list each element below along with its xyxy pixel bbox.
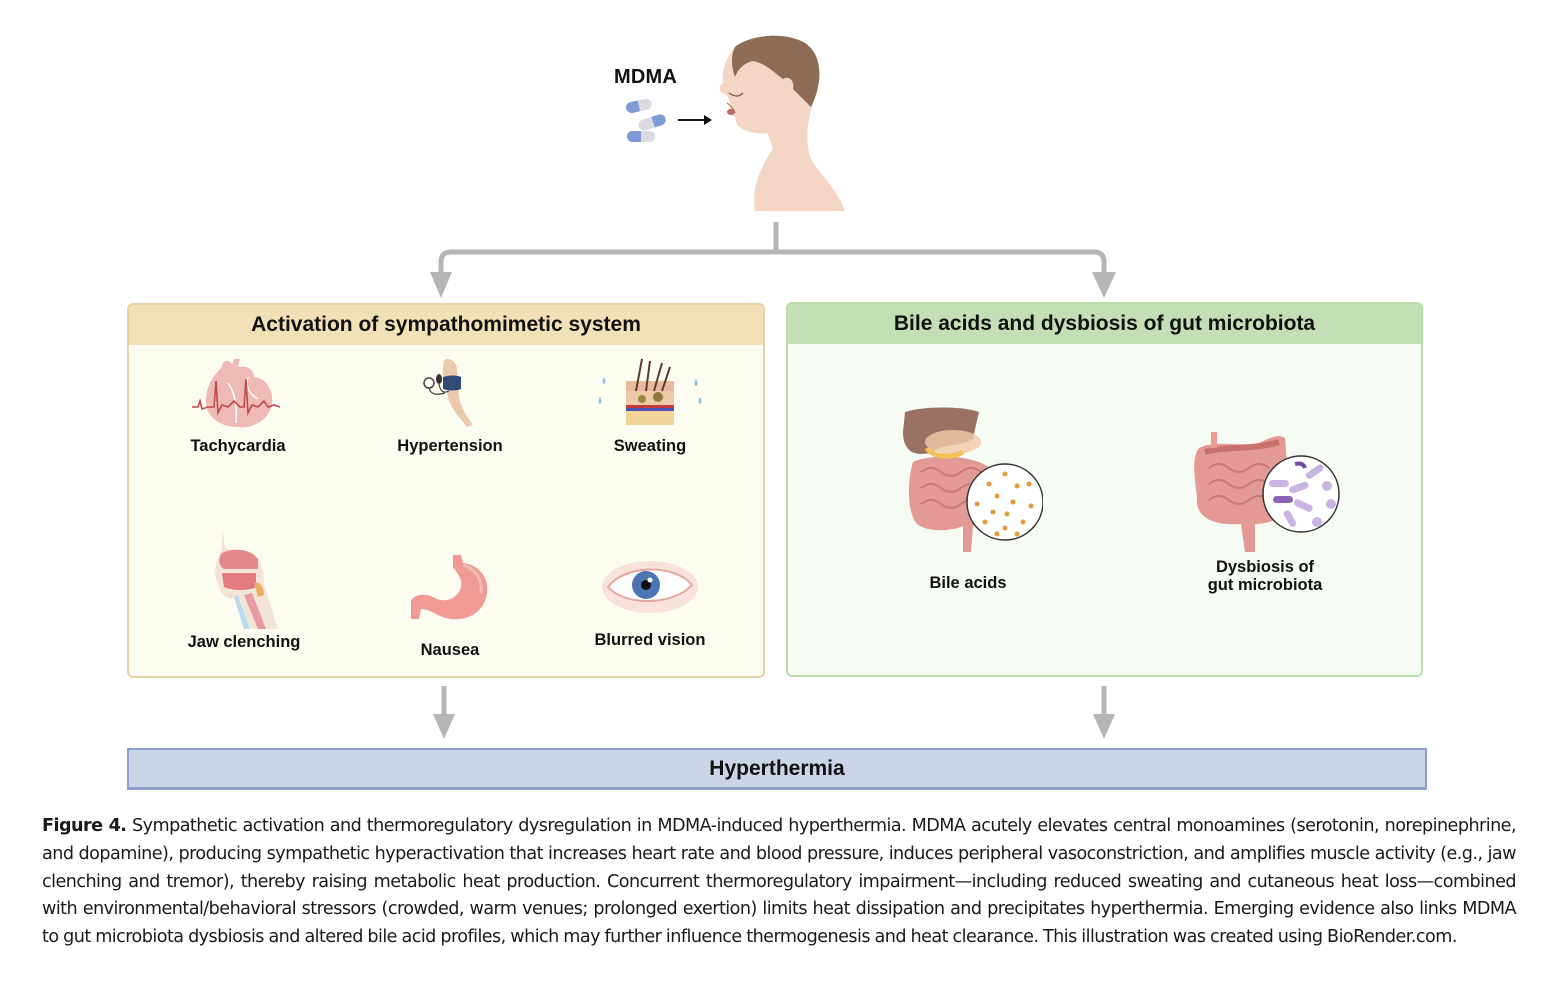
symptom-label: Jaw clenching: [187, 633, 301, 651]
symptom-hypertension: Hypertension: [385, 357, 515, 455]
arrowhead-right-outcome: [1093, 714, 1115, 739]
heart-ecg-icon: [192, 359, 281, 428]
panel-title: Activation of sympathomimetic system: [129, 305, 763, 345]
skin-sweat-icon: [598, 358, 702, 425]
figure-label: Figure 4.: [42, 816, 127, 836]
factor-bile-acids: Bile acids: [888, 402, 1048, 592]
right-arrow-icon: [678, 115, 712, 125]
arrowhead-left-outcome: [433, 714, 455, 739]
liver-intestine-bile-icon: [903, 407, 1043, 552]
eye-icon: [602, 561, 698, 613]
hyperthermia-outcome: Hyperthermia: [127, 748, 1427, 790]
symptom-nausea: Nausea: [385, 553, 515, 659]
symptom-label: Tachycardia: [190, 437, 286, 455]
symptom-sweating: Sweating: [585, 357, 715, 455]
arrowhead-right-panel: [1092, 272, 1116, 298]
symptom-label: Sweating: [613, 437, 687, 455]
symptom-blurred-vision: Blurred vision: [585, 557, 715, 649]
symptom-label: Blurred vision: [594, 631, 706, 649]
human-head-profile-icon: [719, 35, 845, 211]
factor-label: Bile acids: [929, 574, 1007, 592]
arrowhead-left-panel: [430, 272, 452, 298]
panel-title: Bile acids and dysbiosis of gut microbio…: [788, 304, 1421, 344]
capsule-pills-icon: [625, 98, 666, 142]
stomach-icon: [411, 555, 488, 620]
symptom-label: Nausea: [420, 641, 480, 659]
mdma-label: MDMA: [614, 66, 678, 88]
factor-label-line1: Dysbiosis of: [1215, 558, 1315, 576]
blood-pressure-cuff-icon: [423, 359, 473, 427]
caption-text: Sympathetic activation and thermoregulat…: [42, 816, 1517, 948]
symptom-label: Hypertension: [397, 437, 503, 455]
symptom-tachycardia: Tachycardia: [173, 357, 303, 455]
gut-microbiota-panel: Bile acids and dysbiosis of gut microbio…: [786, 302, 1423, 677]
figure-caption: Figure 4. Sympathetic activation and the…: [42, 813, 1517, 952]
sympathomimetic-panel: Activation of sympathomimetic system Tac…: [127, 303, 765, 678]
head-sagittal-icon: [215, 529, 278, 629]
intestine-bacteria-icon: [1194, 432, 1340, 552]
factor-label-line2: gut microbiota: [1207, 576, 1323, 594]
factor-dysbiosis: Dysbiosis of gut microbiota: [1180, 428, 1350, 594]
symptom-jaw-clenching: Jaw clenching: [179, 529, 309, 651]
